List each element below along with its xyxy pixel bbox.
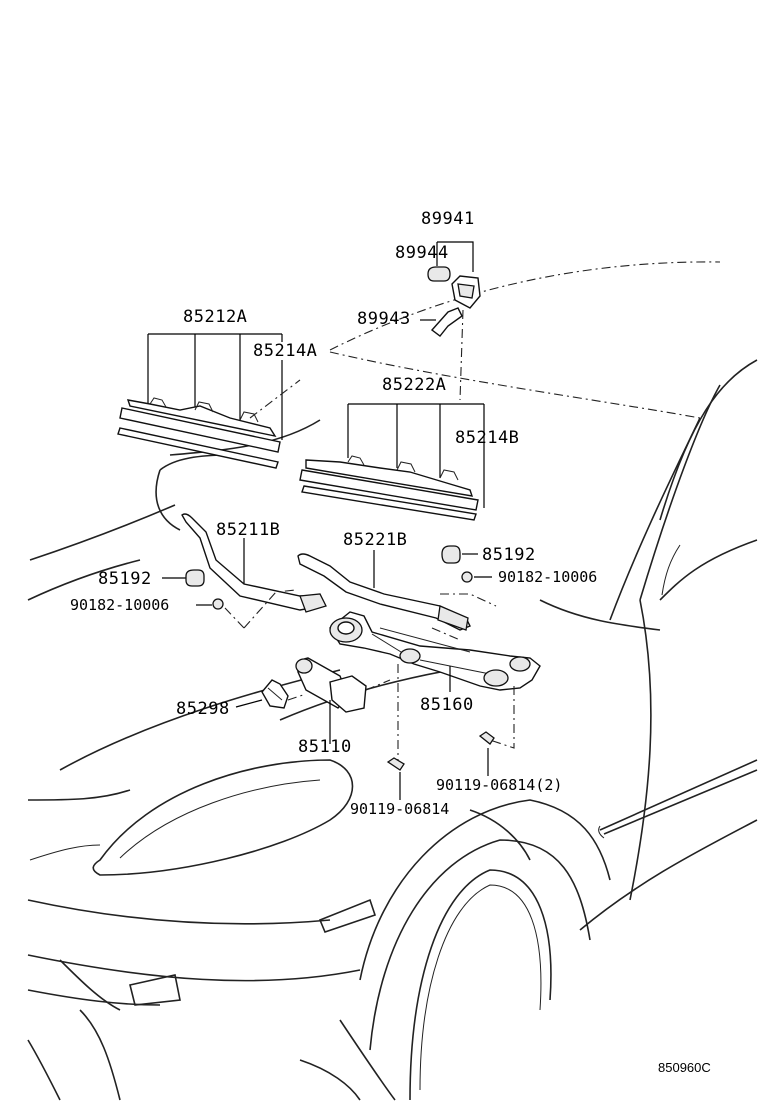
label-90182-left: 90182-10006	[70, 596, 169, 614]
bolts-90119	[386, 731, 495, 800]
wiper-blade-right	[249, 379, 485, 521]
washer-nozzle-group	[420, 241, 481, 401]
bolt-90119-left-icon	[386, 757, 405, 771]
wiper-blade-left	[117, 333, 283, 469]
label-89943: 89943	[357, 309, 411, 329]
bolt-90119-right-icon	[478, 731, 495, 745]
label-85214a: 85214A	[253, 341, 317, 361]
cap-85192-left-icon	[185, 569, 205, 587]
label-89944: 89944	[395, 243, 449, 263]
nut-90182-right-icon	[461, 571, 473, 583]
label-90182-right: 90182-10006	[498, 568, 597, 586]
label-85192-right: 85192	[482, 545, 536, 565]
label-89941: 89941	[421, 209, 475, 229]
wiper-link-assembly	[329, 611, 541, 760]
nut-90182-left-icon	[212, 598, 224, 610]
label-85211b: 85211B	[216, 520, 280, 540]
label-85160: 85160	[420, 695, 474, 715]
wiper-arm-left	[162, 513, 327, 629]
label-85221b: 85221B	[343, 530, 407, 550]
label-85298: 85298	[176, 699, 230, 719]
figure-id: 850960C	[658, 1060, 711, 1075]
label-85212a: 85212A	[183, 307, 247, 327]
cap-89944-icon	[427, 266, 451, 282]
label-85214b: 85214B	[455, 428, 519, 448]
label-90119-qty2: 90119-06814(2)	[436, 776, 562, 794]
wiper-motor	[295, 657, 391, 744]
label-90119: 90119-06814	[350, 800, 449, 818]
nozzle-hose-89943-icon	[430, 307, 463, 337]
wiper-arm-right	[297, 545, 497, 641]
label-85192-left: 85192	[98, 569, 152, 589]
label-85110: 85110	[298, 737, 352, 757]
cap-85192-right-icon	[441, 545, 461, 564]
label-85222a: 85222A	[382, 375, 446, 395]
motor-bracket-85298	[235, 679, 307, 709]
